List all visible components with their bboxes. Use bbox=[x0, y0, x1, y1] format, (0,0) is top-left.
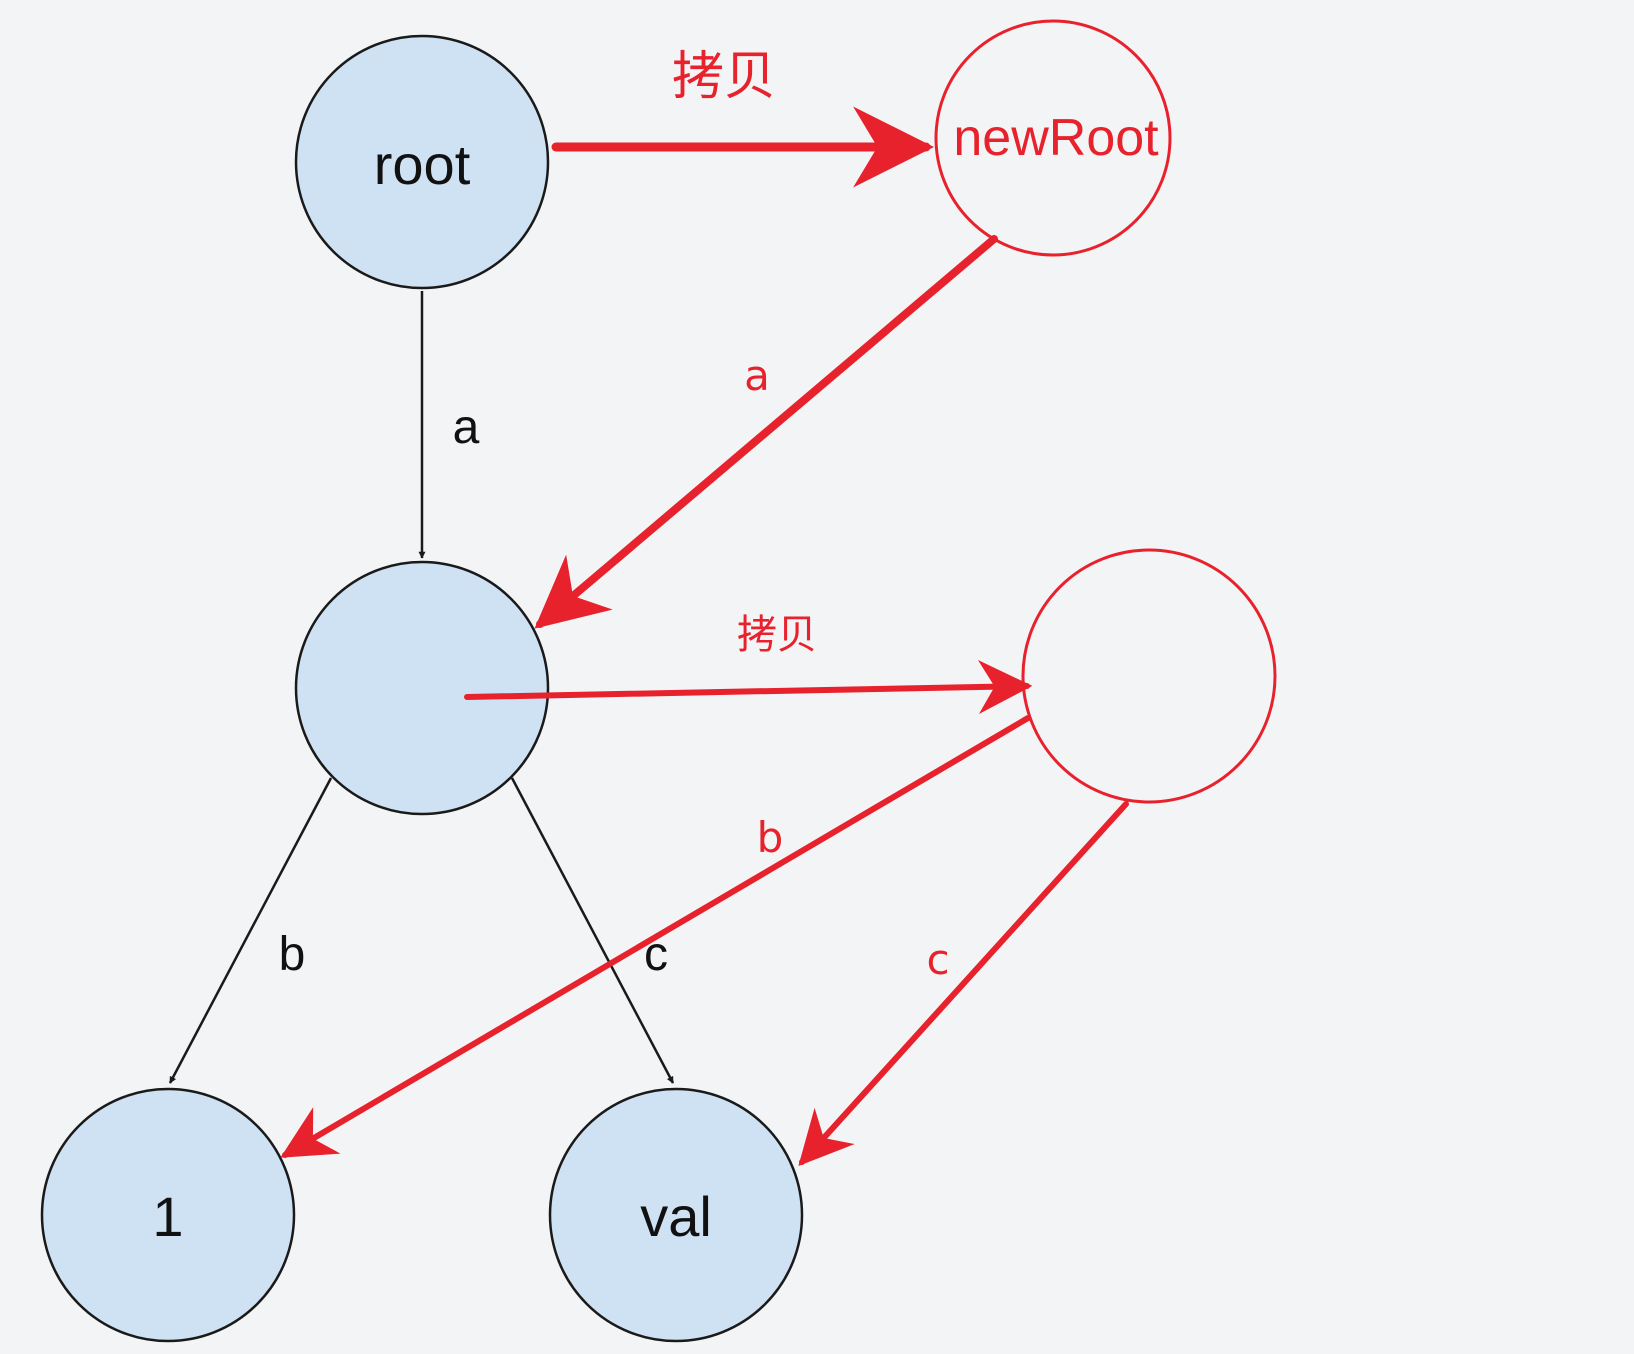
copy-label-top: 拷贝 bbox=[672, 47, 776, 107]
edge-acopy-to-one bbox=[280, 715, 1031, 1158]
edge-a-to-val bbox=[510, 777, 675, 1084]
node-val-label: val bbox=[640, 1185, 712, 1248]
edge-acopy-to-one-label: b bbox=[757, 813, 784, 862]
edge-root-to-a-label: a bbox=[453, 401, 480, 454]
copy-label-mid: 拷贝 bbox=[737, 612, 817, 658]
edge-newroot-to-a bbox=[534, 235, 998, 629]
edge-acopy-to-val-label: c bbox=[926, 935, 949, 984]
edge-newroot-to-a-label: a bbox=[744, 351, 770, 400]
node-one-label: 1 bbox=[152, 1185, 183, 1248]
edge-a-to-one bbox=[168, 777, 333, 1084]
edge-copy-mid bbox=[464, 659, 1033, 714]
edge-acopy-to-val bbox=[798, 801, 1129, 1167]
node-root bbox=[294, 34, 550, 290]
node-root-label: root bbox=[374, 133, 471, 196]
node-one bbox=[40, 1087, 296, 1343]
node-a-copy bbox=[1021, 548, 1277, 804]
node-val bbox=[548, 1087, 804, 1343]
edge-a-to-one-label: b bbox=[279, 928, 306, 981]
node-newroot bbox=[934, 19, 1172, 257]
node-a-original bbox=[294, 560, 550, 816]
edge-a-to-val-label: c bbox=[644, 928, 668, 981]
node-newroot-label: newRoot bbox=[953, 109, 1159, 167]
